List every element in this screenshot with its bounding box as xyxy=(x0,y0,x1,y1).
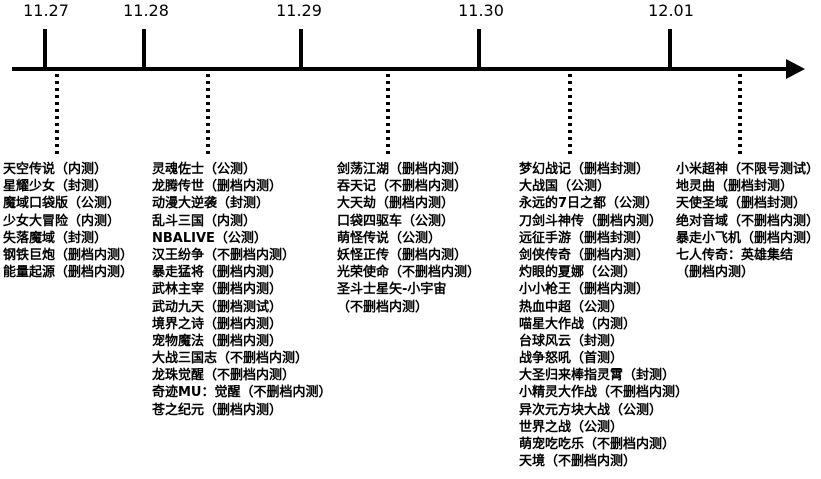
game-entry: 乱斗三国（内测） xyxy=(152,213,257,229)
game-entry: 大圣归来棒指灵霄（封测） xyxy=(519,368,676,384)
game-entry: 喵星大作战（内测） xyxy=(519,316,637,332)
release-column-11-28: 灵魂佐士（公测） 龙腾传世（删档内测）动漫大逆袭（封测）乱斗三国（内测）NBALI… xyxy=(152,161,332,419)
game-entry: 剑荡江湖（删档内测） xyxy=(337,162,468,177)
game-entry: 战争怒吼（首测） xyxy=(519,351,624,367)
game-entry: 光荣使命（不删档内测） xyxy=(337,265,481,281)
tick-12-01 xyxy=(668,29,672,69)
game-entry: 少女大冒险（内测） xyxy=(3,213,121,229)
game-entry: 刀剑斗神传（删档内测） xyxy=(519,213,663,229)
game-entry: 妖怪正传（删档内测） xyxy=(337,247,468,263)
date-label-11-27: 11.27 xyxy=(23,1,69,20)
dotted-connector-11-28 xyxy=(206,74,210,154)
game-entry: （不删档内测） xyxy=(337,299,429,315)
game-entry: 梦幻战记（删档封测） xyxy=(519,162,650,177)
timeline-arrowhead-icon xyxy=(786,59,805,79)
game-entry: 钢铁巨炮（删档内测） xyxy=(3,247,134,263)
game-entry: 萌宠吃吃乐（不删档内测） xyxy=(519,437,676,452)
game-entry: 境界之诗（删档内测） xyxy=(152,316,283,332)
game-entry: 能量起源（删档内测） xyxy=(3,265,134,281)
game-entry: 小米超神（不限号测试） xyxy=(676,162,820,177)
game-entry: 汉王纷争（不删档内测） xyxy=(152,247,296,263)
game-entry: 永远的7日之都（公测） xyxy=(519,196,659,212)
game-entry: 大天劫（删档内测） xyxy=(337,196,455,212)
game-entry: 吞天记（不删档内测） xyxy=(337,179,468,195)
timeline-axis xyxy=(12,67,792,71)
release-column-12-01: 小米超神（不限号测试） 地灵曲（删档封测）天使圣域（删档封测）绝对音域（不删档内测… xyxy=(676,161,819,281)
game-entry: 奇迹MU：觉醒（不删档内测） xyxy=(152,385,332,401)
date-label-11-28: 11.28 xyxy=(123,1,169,20)
game-entry: 萌怪传说（公测） xyxy=(337,230,442,246)
game-entry: 星耀少女（封测） xyxy=(3,179,108,195)
game-entry: 天使圣域（删档封测） xyxy=(676,196,807,212)
release-column-11-27: 天空传说（内测） 星耀少女（封测）魔域口袋版（公测）少女大冒险（内测）失落魔域（封… xyxy=(3,161,133,281)
tick-11-29 xyxy=(299,29,303,69)
game-entry: 异次元方块大战（公测） xyxy=(519,402,663,418)
game-entry: 大战三国志（不删档内测） xyxy=(152,351,309,367)
tick-11-27 xyxy=(43,29,47,69)
game-entry: 动漫大逆袭（封测） xyxy=(152,196,270,212)
game-entry: 小精灵大作战（不删档内测） xyxy=(519,385,689,401)
release-column-11-29: 剑荡江湖（删档内测） 吞天记（不删档内测）大天劫（删档内测）口袋四驱车（公测）萌怪… xyxy=(337,161,480,316)
game-entry: 小小枪王（删档内测） xyxy=(519,282,650,298)
game-entry: 远征手游（删档封测） xyxy=(519,230,650,246)
dotted-connector-11-30 xyxy=(568,74,572,154)
game-entry: 宠物魔法（删档内测） xyxy=(152,333,283,349)
game-entry: 口袋四驱车（公测） xyxy=(337,213,455,229)
dotted-connector-12-01 xyxy=(738,74,742,154)
game-entry: 天空传说（内测） xyxy=(3,162,108,177)
release-column-11-30: 梦幻战记（删档封测） 大战国（公测）永远的7日之都（公测）刀剑斗神传（删档内测）远… xyxy=(519,161,688,470)
dotted-connector-11-27 xyxy=(55,74,59,154)
tick-11-28 xyxy=(142,29,146,69)
game-entry: NBALIVE（公测） xyxy=(152,230,267,246)
game-entry: 圣斗士星矢-小宇宙 xyxy=(337,282,447,298)
game-entry: 暴走小飞机（删档内测） xyxy=(676,230,820,246)
dotted-connector-11-29 xyxy=(386,74,390,154)
game-entry: 魔域口袋版（公测） xyxy=(3,196,121,212)
date-label-11-30: 11.30 xyxy=(458,1,504,20)
game-entry: 龙珠觉醒（不删档内测） xyxy=(152,368,296,384)
date-label-12-01: 12.01 xyxy=(648,1,694,20)
game-entry: 大战国（公测） xyxy=(519,179,611,195)
game-entry: 武林主宰（删档内测） xyxy=(152,282,283,298)
game-entry: 地灵曲（删档封测） xyxy=(676,179,794,195)
game-entry: 台球风云（封测） xyxy=(519,333,624,349)
tick-11-30 xyxy=(477,29,481,69)
game-entry: （删档内测） xyxy=(676,265,755,281)
game-entry: 热血中超（公测） xyxy=(519,299,624,315)
game-entry: 龙腾传世（删档内测） xyxy=(152,179,283,195)
game-entry: 剑侠传奇（删档内测） xyxy=(519,247,650,263)
game-entry: 苍之纪元（删档内测） xyxy=(152,402,283,418)
date-label-11-29: 11.29 xyxy=(276,1,322,20)
game-entry: 七人传奇：英雄集结 xyxy=(676,247,794,263)
game-entry: 天境（不删档内测） xyxy=(519,454,637,470)
game-entry: 灼眼的夏娜（公测） xyxy=(519,265,637,281)
game-entry: 暴走猛将（删档内测） xyxy=(152,265,283,281)
game-entry: 武动九天（删档测试） xyxy=(152,299,283,315)
game-entry: 灵魂佐士（公测） xyxy=(152,162,257,177)
game-entry: 失落魔域（封测） xyxy=(3,230,108,246)
game-entry: 世界之战（公测） xyxy=(519,419,624,435)
game-entry: 绝对音域（不删档内测） xyxy=(676,213,820,229)
